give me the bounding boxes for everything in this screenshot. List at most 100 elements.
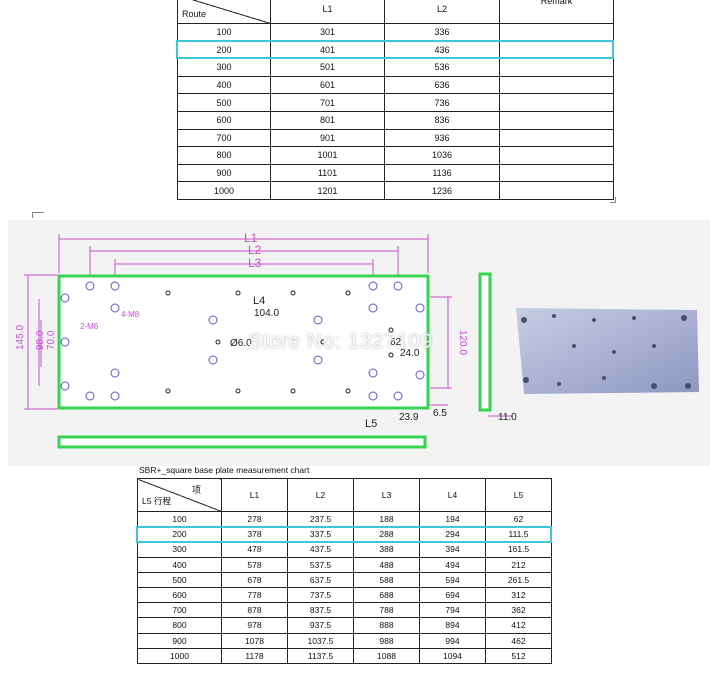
- route-table-cell: 636: [384, 75, 500, 95]
- route-table-cell: 800: [177, 146, 271, 165]
- base-plate-drawing: L1 L2 L3 L4 104.0 Ø6.0 24.0 62 L5 23.9 6…: [15, 231, 517, 449]
- route-table-cell: 100: [177, 23, 271, 42]
- measurement-table-header: 项 L5 行程 L1 L2 L3 L4 L5: [137, 478, 552, 512]
- route-table-cell: 200: [177, 40, 271, 60]
- route-table-cell: [499, 75, 614, 95]
- route-table-cell: [499, 58, 614, 77]
- l4-dimension-label: L4: [253, 295, 265, 307]
- measurement-table-cell: 437.5: [287, 541, 354, 558]
- l1-dimension-label: L1: [244, 231, 258, 245]
- measurement-table-cell: 588: [353, 571, 420, 588]
- remark-header-cell: Remark: [499, 0, 614, 24]
- route-table-cell: 901: [270, 128, 385, 148]
- route-table-cell: 601: [270, 75, 385, 95]
- measurement-table-cell: 937.5: [287, 617, 354, 634]
- table-corner-mark: [610, 197, 616, 203]
- measurement-table-cell: 200: [137, 526, 222, 543]
- measurement-table-cell: 600: [137, 586, 222, 604]
- route-table-cell: 1001: [270, 146, 385, 165]
- route-table-cell: 1000: [177, 181, 271, 200]
- measurement-table-cell: 1137.5: [287, 647, 354, 664]
- measurement-table-cell: 894: [419, 617, 486, 634]
- route-table-cell: 701: [270, 93, 385, 112]
- plate-front-view: [57, 435, 427, 449]
- measurement-table-cell: 700: [137, 602, 222, 619]
- measurement-table-cell: 512: [485, 647, 552, 664]
- route-table-cell: 836: [384, 110, 500, 130]
- measurement-table-cell: 394: [419, 541, 486, 558]
- measurement-table-cell: 594: [419, 571, 486, 588]
- width-104-label: 104.0: [254, 308, 279, 319]
- measurement-table-cell: 994: [419, 632, 486, 649]
- measurement-table-cell: 288: [353, 526, 420, 543]
- measurement-table-cell: 494: [419, 556, 486, 573]
- measurement-table-cell: 478: [221, 541, 288, 558]
- dimension-24-label: 24.0: [400, 348, 420, 359]
- measurement-table-cell: 978: [221, 617, 288, 634]
- measurement-table-cell: 300: [137, 541, 222, 558]
- route-header-cell: Route: [177, 0, 271, 24]
- l2-col-header: L2: [287, 478, 354, 512]
- measurement-table-cell: 737.5: [287, 586, 354, 604]
- route-table-cell: 436: [384, 40, 500, 60]
- l1-header-cell: L1: [270, 0, 385, 24]
- route-table-cell: 1201: [270, 181, 385, 200]
- dimension-62-label: 62: [390, 337, 402, 348]
- measurement-table-cell: 111.5: [485, 526, 552, 543]
- dimension-70-label: 70.0: [46, 330, 57, 350]
- route-table-cell: 500: [177, 93, 271, 112]
- measurement-table-cell: 1037.5: [287, 632, 354, 649]
- measurement-table-cell: 678: [221, 571, 288, 588]
- store-watermark: Store No: 1327109: [248, 330, 433, 353]
- measurement-table-cell: 378: [221, 526, 288, 543]
- base-plate-photo: [516, 308, 699, 394]
- dimension-98-label: 98.0: [35, 330, 46, 350]
- measurement-table-cell: 637.5: [287, 571, 354, 588]
- route-table-cell: [499, 128, 614, 148]
- measurement-table-cell: 294: [419, 526, 486, 543]
- route-table-cell: [499, 110, 614, 130]
- route-table-cell: 1236: [384, 181, 500, 200]
- measurement-table-cell: 312: [485, 586, 552, 604]
- measurement-table-cell: 800: [137, 617, 222, 634]
- measurement-table-cell: 337.5: [287, 526, 354, 543]
- l5-col-header: L5: [485, 478, 552, 512]
- hole-pattern: [60, 281, 425, 401]
- measurement-table-cell: 1094: [419, 647, 486, 664]
- measurement-table-cell: 1088: [353, 647, 420, 664]
- route-table-cell: 736: [384, 93, 500, 112]
- dimension-6-5-label: 6.5: [433, 408, 447, 419]
- measurement-table-cell: 400: [137, 556, 222, 573]
- route-table-cell: 900: [177, 163, 271, 183]
- thickness-11-label: 11.0: [498, 412, 517, 423]
- dimension-120-label: 120.0: [457, 330, 468, 355]
- measurement-table-cell: 778: [221, 586, 288, 604]
- measurement-table-cell: 362: [485, 602, 552, 619]
- route-table-cell: 600: [177, 110, 271, 130]
- route-table-cell: [499, 23, 614, 42]
- measurement-table-cell: 188: [353, 510, 420, 528]
- height-145-label: 145.0: [15, 325, 26, 350]
- route-table-cell: [499, 93, 614, 112]
- measurement-table-cell: 462: [485, 632, 552, 649]
- route-table-cell: 301: [270, 23, 385, 42]
- measurement-table-cell: 500: [137, 571, 222, 588]
- l2-dimension-label: L2: [248, 243, 262, 257]
- route-table-cell: [499, 181, 614, 200]
- measurement-table-cell: 278: [221, 510, 288, 528]
- plate-side-view: [478, 272, 492, 412]
- route-header-label: Route: [182, 9, 207, 19]
- measurement-table-cell: 794: [419, 602, 486, 619]
